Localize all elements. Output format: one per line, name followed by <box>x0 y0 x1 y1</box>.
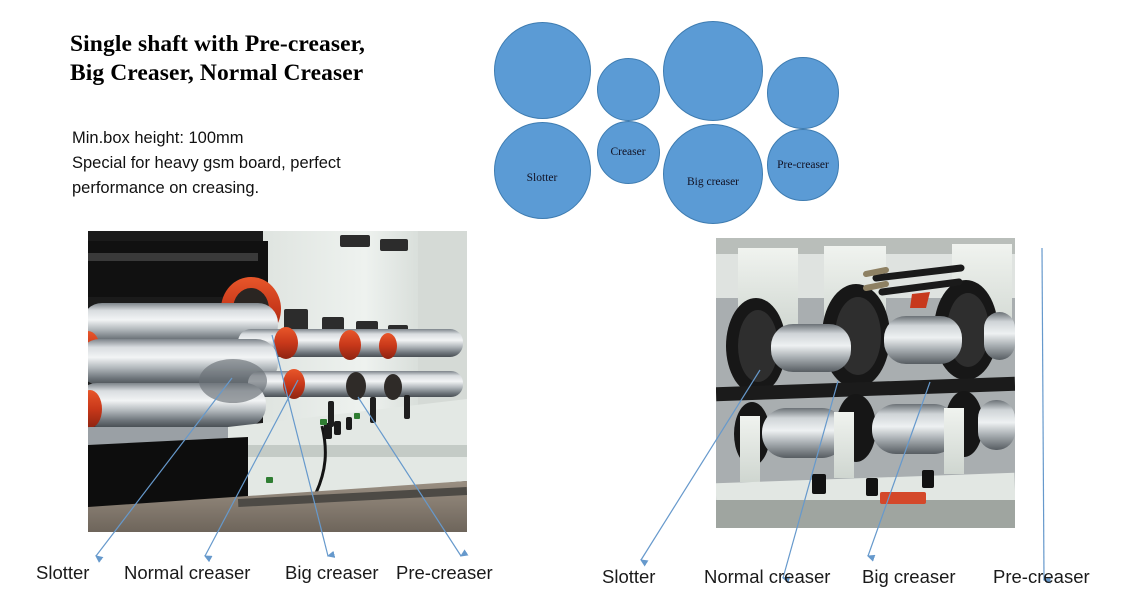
diagram-circle-slotter-bottom: Slotter <box>493 121 591 219</box>
description-line-1: Min.box height: 100mm <box>72 129 244 147</box>
left-machine-photo-graphic <box>88 231 467 532</box>
page-title: Single shaft with Pre-creaser, Big Creas… <box>70 30 470 88</box>
callout-label: Slotter <box>36 562 90 583</box>
diagram-circle-creaser-top <box>596 57 660 121</box>
diagram-circle-label: Slotter <box>526 172 558 184</box>
callout-label: Normal creaser <box>704 566 831 587</box>
diagram-circle-slotter-top <box>493 21 591 119</box>
callout-label: Big creaser <box>862 566 956 587</box>
diagram-circle-bigcreaser-top <box>663 21 763 121</box>
diagram-circle-label: Creaser <box>610 146 646 158</box>
left-machine-photo <box>88 231 467 532</box>
callout-label: Normal creaser <box>124 562 251 583</box>
callout-label: Pre-creaser <box>396 562 493 583</box>
callout-label: Slotter <box>602 566 656 587</box>
callout-leader-line <box>1041 247 1051 584</box>
description-line-3: performance on creasing. <box>72 179 260 197</box>
diagram-circle-label: Big creaser <box>686 176 740 188</box>
right-machine-photo <box>716 238 1015 528</box>
diagram-circle-bigcreaser-bottom: Big creaser <box>663 124 763 224</box>
diagram-circle-label: Pre-creaser <box>777 159 829 171</box>
description-block: Min.box height: 100mm Special for heavy … <box>72 126 462 201</box>
diagram-circle-precreaser-bottom: Pre-creaser <box>767 129 839 201</box>
diagram-circle-precreaser-top <box>767 57 839 129</box>
title-line-1: Single shaft with Pre-creaser, <box>70 31 365 57</box>
diagram-circle-creaser-bottom: Creaser <box>596 120 660 184</box>
title-line-2: Big Creaser, Normal Creaser <box>70 60 364 86</box>
callout-label: Big creaser <box>285 562 379 583</box>
description-line-2: Special for heavy gsm board, perfect <box>72 154 341 172</box>
callout-label: Pre-creaser <box>993 566 1090 587</box>
right-machine-photo-graphic <box>716 238 1015 528</box>
